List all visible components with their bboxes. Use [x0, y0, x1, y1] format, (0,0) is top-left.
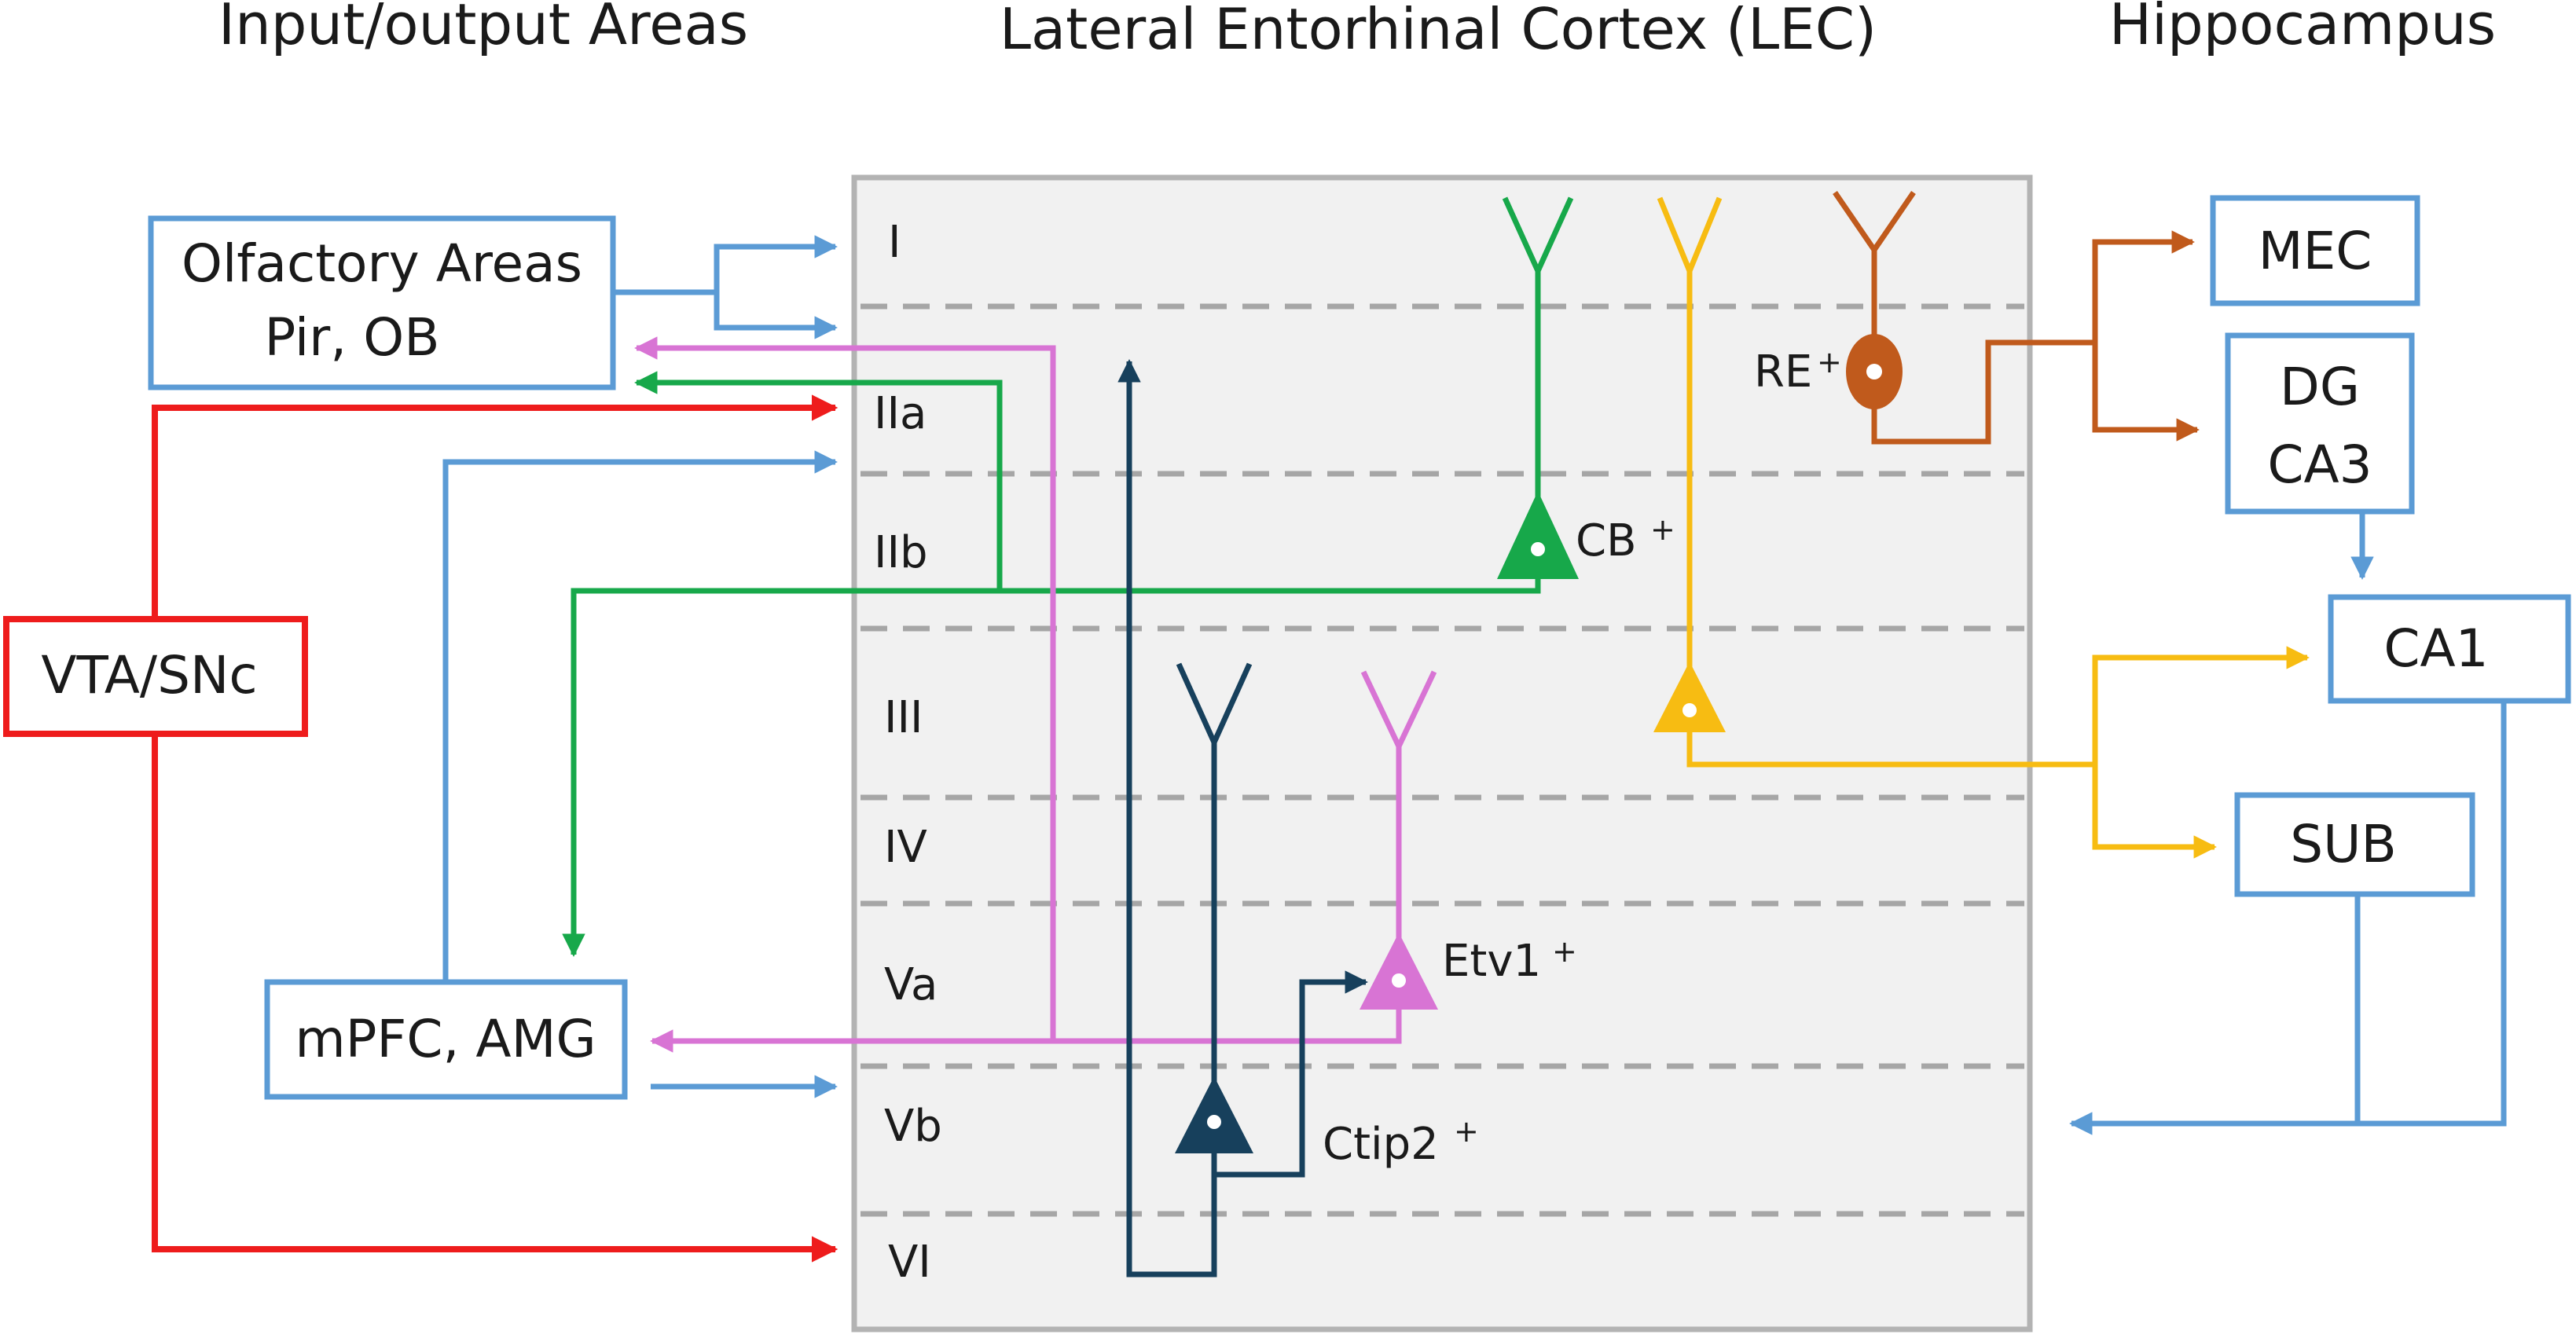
re-label: RE	[1754, 346, 1812, 398]
header-input-output: Input/output Areas	[218, 0, 748, 57]
mpfc-amg-box	[264, 979, 628, 1100]
etv1-soma	[1360, 933, 1438, 1010]
yellow-soma	[1653, 662, 1726, 732]
ca3-label: CA3	[2267, 434, 2372, 495]
re-neuron	[1833, 191, 2200, 445]
layer-label-iib: IIb	[874, 527, 928, 578]
yellow-neuron	[1657, 196, 2310, 859]
etv1-neuron	[634, 336, 1437, 1053]
etv1-axon-to-olfactory-arrow	[634, 336, 1056, 1041]
mec-box	[2210, 195, 2420, 306]
cb-plus-superscript: +	[1650, 512, 1675, 547]
re-plus-superscript: +	[1817, 345, 1842, 379]
dg-ca3-box	[2225, 332, 2415, 515]
re-axon-to-mec-arrow	[2092, 230, 2195, 343]
ca1-label: CA1	[2383, 618, 2488, 679]
olfactory-to-layer-iia-arrow	[714, 292, 838, 339]
mpfc-amg-label: mPFC, AMG	[295, 1009, 596, 1069]
layer-label-i: I	[888, 217, 901, 268]
layer-label-iia: IIa	[874, 388, 927, 439]
cb-soma-nucleus	[1531, 542, 1545, 556]
vta-snc-label: VTA/SNc	[41, 645, 257, 706]
etv1-soma-nucleus	[1392, 973, 1406, 988]
etv1-label: Etv1	[1442, 936, 1541, 987]
re-soma-nucleus	[1866, 364, 1882, 379]
ctip2-axon-to-etv1-arrow	[1214, 970, 1368, 1178]
ctip2-plus-superscript: +	[1454, 1114, 1479, 1149]
cb-soma	[1497, 491, 1579, 579]
mpfc-to-layer-iia-arrow	[442, 450, 838, 982]
olfactory-to-layer-i-arrow	[613, 235, 838, 295]
layer-label-vb: Vb	[884, 1101, 942, 1152]
ca1-box	[2328, 594, 2571, 704]
vta-to-layer-vi-arrow	[152, 734, 838, 1263]
sub-label: SUB	[2290, 814, 2396, 874]
layer-label-va: Va	[884, 959, 938, 1010]
blue-projections	[442, 235, 2507, 1135]
etv1-plus-superscript: +	[1552, 934, 1577, 969]
olfactory-label-line1: Olfactory Areas	[182, 233, 582, 294]
olfactory-areas-box	[148, 215, 616, 390]
layer-label-vi: VI	[888, 1237, 931, 1288]
layer-label-iv: IV	[884, 822, 927, 873]
yellow-soma-nucleus	[1682, 703, 1697, 717]
re-axon	[1871, 339, 2095, 445]
etv1-axon-to-mpfc-arrow	[650, 1006, 1402, 1053]
re-axon-to-dg-arrow	[2092, 343, 2200, 442]
olfactory-label-line2: Pir, OB	[264, 307, 439, 368]
cb-label: CB	[1576, 515, 1637, 566]
lec-panel	[851, 174, 2033, 1333]
layer-label-iii: III	[884, 692, 923, 743]
vta-to-layer-iia-arrow	[152, 394, 838, 619]
yellow-axon-to-sub-arrow	[2092, 764, 2217, 859]
ctip2-axon-ascending-arrow	[1117, 359, 1217, 1278]
ctip2-label: Ctip2	[1323, 1119, 1439, 1170]
header-lec: Lateral Entorhinal Cortex (LEC)	[1000, 0, 1877, 62]
ca1-to-layer-vb-arrow	[2069, 701, 2507, 1135]
dg-label: DG	[2280, 357, 2360, 417]
ctip2-neuron	[1117, 359, 1368, 1278]
ctip2-soma-nucleus	[1207, 1115, 1221, 1129]
header-hippocampus: Hippocampus	[2109, 0, 2496, 57]
mec-label: MEC	[2259, 221, 2372, 281]
red-projections	[152, 394, 838, 1263]
layer-labels: I IIa IIb III IV Va Vb VI	[874, 217, 942, 1288]
cb-axon-to-olfactory-arrow	[634, 371, 1003, 591]
